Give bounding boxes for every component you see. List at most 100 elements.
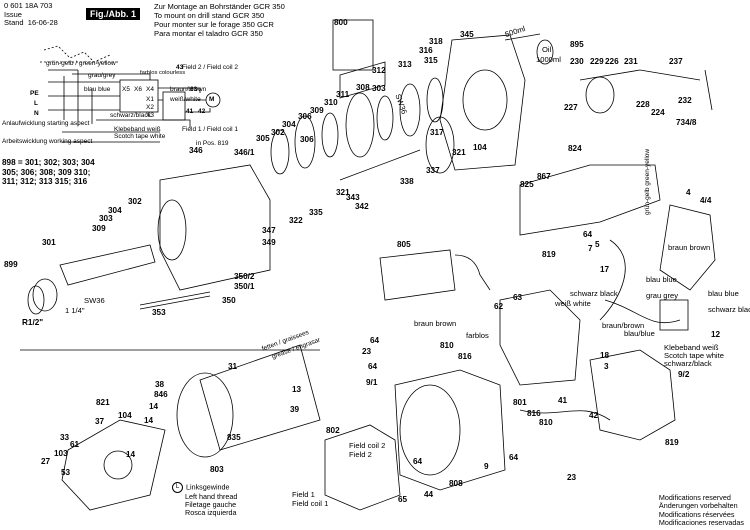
wire-white-b: weiß white (555, 299, 591, 308)
callout-321-b: 321 (336, 188, 350, 197)
terminal-x3: X3 (146, 112, 154, 119)
wire-colourless: farblos colourless (140, 70, 186, 76)
callout-228: 228 (636, 100, 650, 109)
oil-volume: 1000ml (536, 55, 561, 64)
callout-65: 65 (398, 495, 408, 504)
callout-309: 309 (310, 106, 324, 115)
callout-42: 42 (589, 411, 599, 420)
callout-303: 303 (372, 84, 386, 93)
mount-title-fr: Pour monter sur le forage 350 GCR (154, 20, 274, 29)
terminal-l: L (34, 100, 38, 107)
issue-date: 16-06-28 (27, 18, 58, 28)
capacitor-12 (659, 299, 689, 331)
callout-64-c: 64 (368, 362, 378, 371)
document-header: 0 601 18A 703 Issue Stand 16-06-28 (4, 1, 58, 28)
callout-64-d: 64 (509, 453, 519, 462)
armature-803 (199, 344, 321, 451)
callout-231: 231 (624, 57, 638, 66)
legend-es: Rosca izquierda (185, 508, 237, 518)
field-1-label: Field 1 / Field coil 1 (182, 126, 238, 133)
working-aspect: Arbeitswicklung working aspect (2, 138, 93, 145)
callout-343: 343 (346, 193, 360, 202)
callout-12: 12 (711, 330, 721, 339)
wire-blue-b: blau blue (646, 275, 677, 284)
terminal-x6: X6 (134, 86, 142, 93)
callout-306: 306 (298, 112, 312, 121)
wire-43: 43 (176, 64, 184, 71)
callout-808: 808 (449, 479, 463, 488)
callout-104-b: 104 (118, 411, 132, 420)
stand-label: Stand (4, 18, 24, 28)
callout-9: 9 (484, 462, 489, 471)
callout-9-2: 9/2 (678, 370, 690, 379)
callout-835: 835 (227, 433, 241, 442)
part-800-outline (332, 19, 374, 71)
callout-353: 353 (152, 308, 166, 317)
legend-en: Left hand thread (185, 492, 238, 501)
tape-en-b: Scotch tape white (664, 351, 724, 360)
callout-302: 302 (271, 128, 285, 137)
callout-347: 347 (262, 226, 276, 235)
callout-335: 335 (309, 208, 323, 217)
callout-18: 18 (600, 351, 610, 360)
callout-337: 337 (426, 166, 440, 175)
wire-grey: grau/grey (88, 72, 116, 79)
callout-318: 318 (429, 37, 443, 46)
wire-brown-c: braun/brown (602, 321, 645, 330)
motor-housing-808 (394, 369, 506, 491)
modifications-de: Änderungen vorbehalten (658, 501, 738, 511)
callout-895: 895 (570, 40, 584, 49)
callout-802: 802 (326, 426, 340, 435)
callout-14-b: 14 (144, 416, 154, 425)
callout-103: 103 (54, 449, 68, 458)
part-800-stand (339, 61, 386, 99)
callout-350-1: 350/1 (234, 282, 255, 291)
callout-4-4: 4/4 (700, 196, 712, 205)
callout-229: 229 (590, 57, 604, 66)
callout-316: 316 (419, 46, 433, 55)
callout-14-a: 14 (149, 402, 159, 411)
gear-housing-345 (439, 34, 526, 171)
callout-308: 308 (356, 83, 370, 92)
field-2-label: Field 2 / Field coil 2 (182, 64, 238, 71)
wire-grey-b: grau grey (646, 291, 679, 300)
mount-title-en: To mount on drill stand GCR 350 (154, 11, 265, 20)
left-hand-thread-symbol: L (172, 482, 183, 493)
kit-898-label: 898 = 301; 302; 303; 304 305; 306; 308; … (2, 158, 95, 186)
legend-fr: Filetage gauche (185, 500, 237, 510)
callout-5: 5 (595, 240, 600, 249)
rail-824 (519, 164, 661, 236)
wire-green-yellow-b: grün-gelb green-yellow (644, 148, 651, 215)
callout-824: 824 (568, 144, 582, 153)
callout-104-a: 104 (473, 143, 487, 152)
field-coil-1-label: Field coil 1 (292, 499, 329, 508)
wire-41: 41 (186, 108, 194, 115)
callout-317: 317 (430, 128, 444, 137)
callout-304: 304 (282, 120, 296, 129)
callout-226: 226 (605, 57, 619, 66)
switch-housing-4 (659, 204, 716, 291)
in-pos-819: in Pos. 819 (196, 140, 229, 147)
callout-14-c: 14 (126, 450, 136, 459)
callout-321: 321 (452, 148, 466, 157)
modifications-fr: Modifications réservées (658, 509, 735, 519)
callout-37: 37 (95, 417, 105, 426)
callout-803: 803 (210, 465, 224, 474)
callout-734-8: 734/8 (676, 118, 697, 127)
callout-350-2: 350/2 (234, 272, 255, 281)
callout-41: 41 (558, 396, 568, 405)
callout-819-b: 819 (665, 438, 679, 447)
callout-846: 846 (154, 390, 168, 399)
mount-title-es: Para montar el taladro GCR 350 (154, 29, 263, 38)
modifications-en: Modifications reserved (658, 493, 731, 503)
field-1-label-b: Field 1 (292, 490, 315, 499)
wire-blue: blau blue (84, 86, 111, 93)
callout-867: 867 (537, 172, 551, 181)
callout-800: 800 (334, 18, 348, 27)
callout-64-b: 64 (370, 336, 380, 345)
callout-310: 310 (324, 98, 338, 107)
callout-227: 227 (564, 103, 578, 112)
callout-342: 342 (355, 202, 369, 211)
callout-3: 3 (604, 362, 609, 371)
